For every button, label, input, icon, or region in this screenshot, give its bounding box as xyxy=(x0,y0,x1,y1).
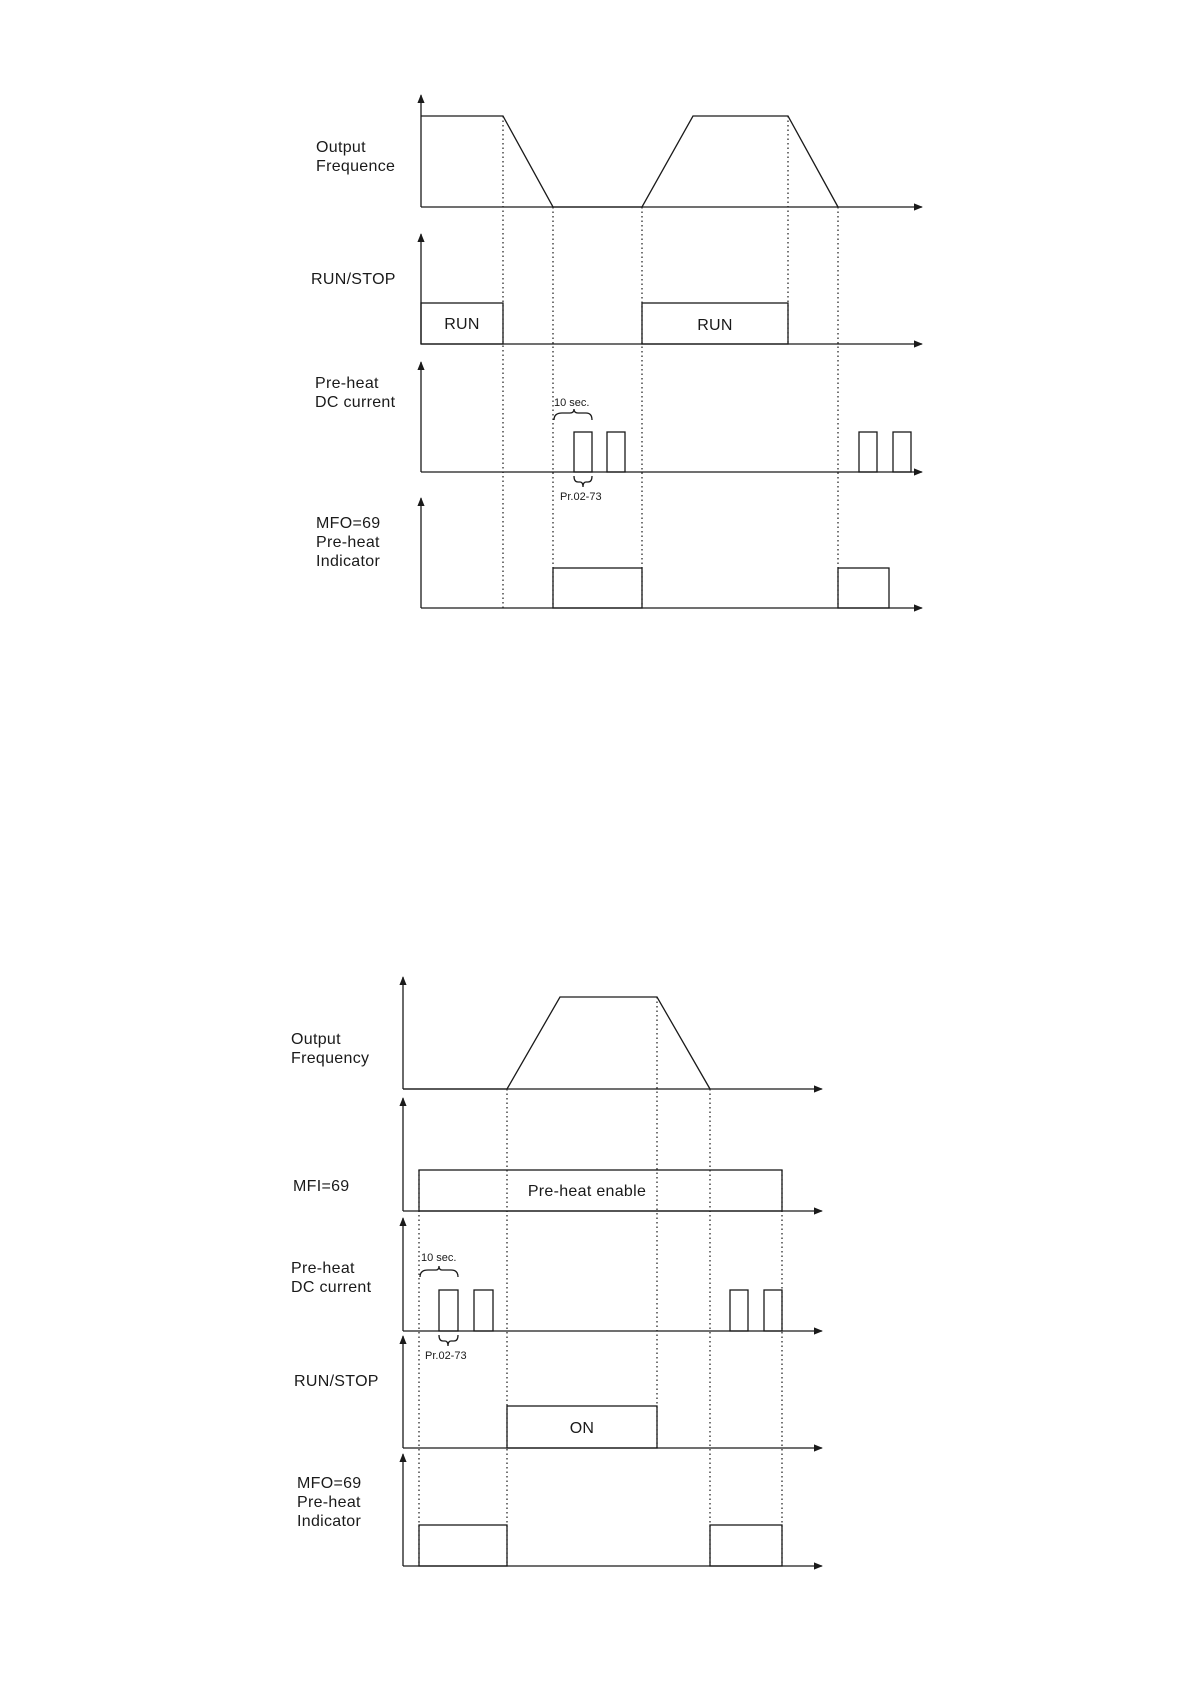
bottom-mfo-label-line3: Indicator xyxy=(297,1513,361,1530)
top-runstop-row: RUN/STOP RUN RUN xyxy=(311,234,922,344)
top-output-frequency-row: Output Frequence xyxy=(316,95,922,207)
bottom-timing-diagram: Output Frequency MFI=69 Pre-heat enable … xyxy=(291,977,822,1566)
top-interval-brace xyxy=(554,409,592,420)
bottom-dc-pulse-3 xyxy=(730,1290,748,1331)
bottom-interval-label: 10 sec. xyxy=(421,1252,456,1264)
bottom-mfo-row: MFO=69 Pre-heat Indicator xyxy=(297,1454,822,1566)
top-param-brace xyxy=(574,476,592,487)
bottom-dc-label-line2: DC current xyxy=(291,1279,372,1296)
top-mfo-pulse-2 xyxy=(838,568,889,608)
top-interval-label: 10 sec. xyxy=(554,397,589,409)
top-mfo-label-line1: MFO=69 xyxy=(316,515,381,532)
top-freq-label-line2: Frequence xyxy=(316,158,395,175)
bottom-mfi-label: MFI=69 xyxy=(293,1178,350,1195)
bottom-on-box-label: ON xyxy=(570,1420,595,1437)
bottom-runstop-row: RUN/STOP ON xyxy=(294,1336,822,1448)
top-dc-pulse-1 xyxy=(574,432,592,472)
top-dc-label-line1: Pre-heat xyxy=(315,375,379,392)
bottom-output-frequency-row: Output Frequency xyxy=(291,977,822,1089)
bottom-mfo-pulse-1 xyxy=(419,1525,507,1566)
bottom-dc-label-line1: Pre-heat xyxy=(291,1260,355,1277)
top-dc-label-line2: DC current xyxy=(315,394,396,411)
top-mfo-label-line2: Pre-heat xyxy=(316,534,380,551)
top-run-box-1-label: RUN xyxy=(444,316,480,333)
top-mfo-pulse-1 xyxy=(553,568,642,608)
top-freq-waveform xyxy=(421,116,838,207)
bottom-enable-box-label: Pre-heat enable xyxy=(528,1183,646,1200)
top-run-box-2-label: RUN xyxy=(697,317,733,334)
top-timing-diagram: Output Frequence RUN/STOP RUN RUN Pre-he… xyxy=(311,95,922,608)
bottom-freq-waveform xyxy=(403,997,710,1089)
bottom-interval-brace xyxy=(420,1266,458,1277)
bottom-runstop-label: RUN/STOP xyxy=(294,1373,379,1390)
top-freq-label-line1: Output xyxy=(316,139,366,156)
bottom-dc-pulse-4 xyxy=(764,1290,782,1331)
top-time-guides xyxy=(503,116,838,608)
bottom-dc-pulse-2 xyxy=(474,1290,493,1331)
bottom-time-guides xyxy=(419,997,782,1566)
top-dc-pulse-3 xyxy=(859,432,877,472)
bottom-param-label: Pr.02-73 xyxy=(425,1350,467,1362)
bottom-freq-label-line2: Frequency xyxy=(291,1050,369,1067)
top-dc-current-row: Pre-heat DC current 10 sec. Pr.02-73 xyxy=(315,362,922,503)
top-mfo-label-line3: Indicator xyxy=(316,553,380,570)
top-mfo-row: MFO=69 Pre-heat Indicator xyxy=(316,498,922,608)
bottom-dc-pulse-1 xyxy=(439,1290,458,1331)
top-param-label: Pr.02-73 xyxy=(560,491,602,503)
bottom-freq-label-line1: Output xyxy=(291,1031,341,1048)
top-dc-pulse-4 xyxy=(893,432,911,472)
top-runstop-label: RUN/STOP xyxy=(311,271,396,288)
bottom-mfo-label-line1: MFO=69 xyxy=(297,1475,362,1492)
bottom-mfo-label-line2: Pre-heat xyxy=(297,1494,361,1511)
bottom-mfi-row: MFI=69 Pre-heat enable xyxy=(293,1098,822,1211)
bottom-dc-current-row: Pre-heat DC current 10 sec. Pr.02-73 xyxy=(291,1218,822,1362)
bottom-mfo-pulse-2 xyxy=(710,1525,782,1566)
top-dc-pulse-2 xyxy=(607,432,625,472)
bottom-param-brace xyxy=(439,1335,458,1346)
